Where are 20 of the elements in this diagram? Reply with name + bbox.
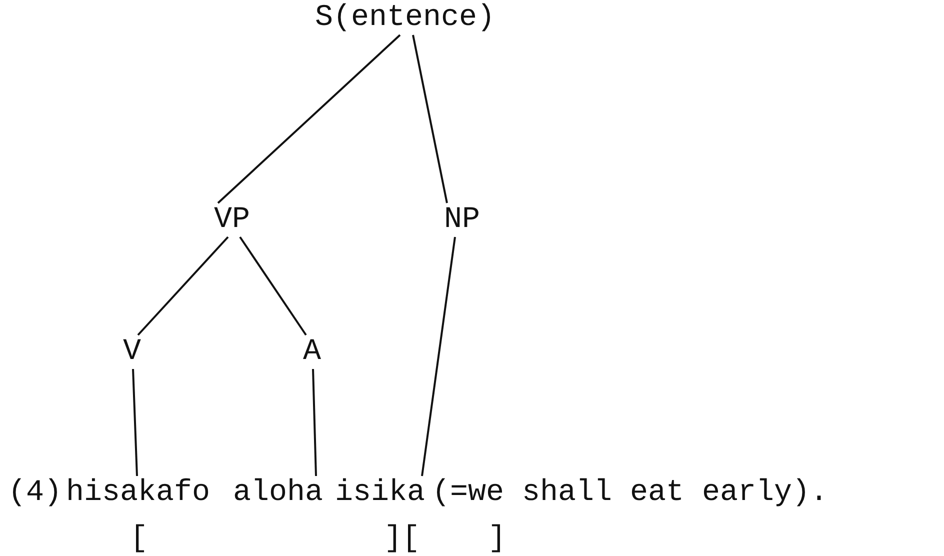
tree-branch-line — [217, 34, 401, 204]
tree-node-label: S(entence) — [314, 3, 496, 33]
tree-branch-line — [239, 236, 307, 336]
word-label: hisakafo — [66, 478, 210, 508]
tree-node-label: A — [302, 337, 321, 367]
tree-branch-line — [132, 368, 138, 476]
tree-node-label: VP — [214, 205, 250, 235]
example-number: (4) — [8, 478, 62, 508]
word-label: isika — [334, 478, 425, 508]
word-label: aloha — [232, 478, 323, 508]
translation-text: (=we shall eat early). — [432, 478, 828, 508]
tree-node-label: V — [122, 337, 141, 367]
bracket-pair: ][ — [384, 524, 420, 554]
bracket: [ — [130, 524, 148, 554]
tree-branch-line — [312, 368, 317, 476]
tree-node-label: NP — [444, 205, 480, 235]
bracket: ] — [488, 524, 506, 554]
tree-branch-line — [137, 236, 229, 336]
tree-branch-line — [421, 236, 456, 476]
tree-branch-line — [412, 34, 448, 204]
